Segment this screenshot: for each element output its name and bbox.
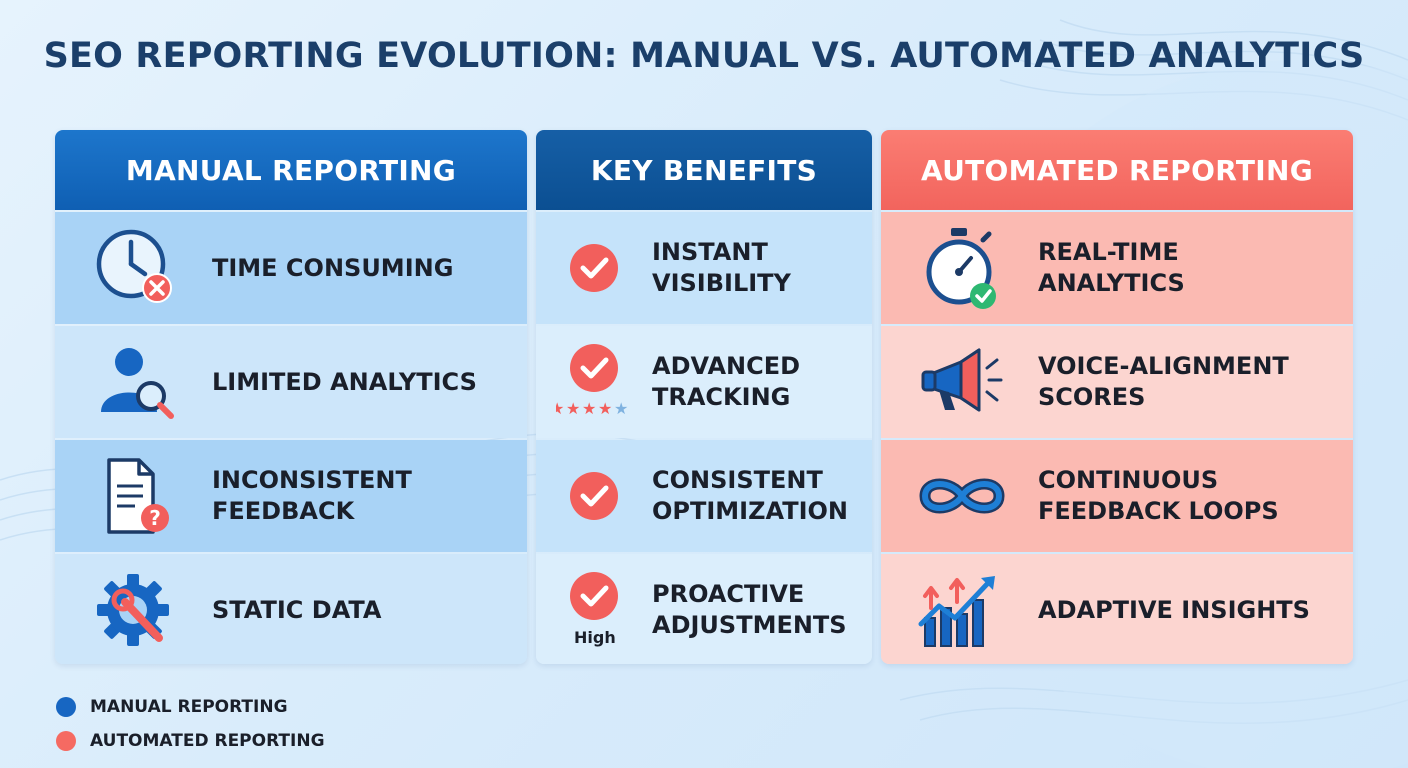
svg-text:★: ★ (566, 399, 580, 418)
growth-chart-icon (918, 576, 995, 647)
manual-row-time-consuming: TIME CONSUMING (55, 212, 527, 324)
check-circle-icon (570, 472, 618, 520)
high-badge: High (574, 628, 616, 647)
benefit-row-advanced-tracking: ★ ★ ★ ★ ★ ADVANCED TRACKING (536, 326, 872, 438)
check-circle-high-icon (570, 572, 618, 620)
row-label: TIME CONSUMING (212, 253, 454, 282)
gear-wrench-icon (97, 574, 169, 646)
automated-reporting-column: AUTOMATED REPORTING REAL-TIME ANALYTICS (881, 130, 1353, 664)
automated-reporting-header: AUTOMATED REPORTING (881, 130, 1353, 210)
infinity-icon (919, 478, 1005, 514)
row-label: INCONSISTENT FEEDBACK (212, 466, 412, 525)
user-magnifier-icon (101, 348, 174, 419)
benefit-row-proactive-adjustments: High PROACTIVE ADJUSTMENTS (536, 554, 872, 664)
check-circle-stars-icon: ★ ★ ★ ★ ★ (556, 344, 628, 418)
manual-reporting-header: MANUAL REPORTING (55, 130, 527, 210)
key-benefits-column: KEY BENEFITS INSTANT VISIBILITY ★ ★ ★ ★ … (536, 130, 872, 664)
manual-row-inconsistent-feedback: ? INCONSISTENT FEEDBACK (55, 440, 527, 552)
svg-text:★: ★ (614, 399, 628, 418)
benefit-row-consistent-optimization: CONSISTENT OPTIMIZATION (536, 440, 872, 552)
svg-text:★: ★ (582, 399, 596, 418)
svg-text:★: ★ (598, 399, 612, 418)
document-question-icon: ? (107, 458, 169, 534)
check-circle-icon (570, 244, 618, 292)
row-label: ADAPTIVE INSIGHTS (1038, 595, 1310, 624)
manual-row-static-data: STATIC DATA (55, 554, 527, 664)
auto-row-adaptive-insights: ADAPTIVE INSIGHTS (881, 554, 1353, 664)
legend-dot-manual (56, 697, 76, 717)
row-label: ADVANCED TRACKING (652, 352, 801, 411)
row-label: INSTANT VISIBILITY (652, 238, 791, 297)
auto-row-continuous-feedback-loops: CONTINUOUS FEEDBACK LOOPS (881, 440, 1353, 552)
row-label: LIMITED ANALYTICS (212, 367, 477, 396)
legend-item-automated: AUTOMATED REPORTING (56, 724, 325, 758)
row-label: STATIC DATA (212, 595, 382, 624)
megaphone-icon (921, 348, 1003, 412)
row-label: CONSISTENT OPTIMIZATION (652, 466, 849, 525)
legend: MANUAL REPORTING AUTOMATED REPORTING (56, 690, 325, 758)
rating-stars: ★ ★ ★ ★ ★ (556, 399, 628, 418)
auto-row-voice-alignment-scores: VOICE-ALIGNMENT SCORES (881, 326, 1353, 438)
stopwatch-check-icon (926, 228, 996, 309)
benefit-row-instant-visibility: INSTANT VISIBILITY (536, 212, 872, 324)
auto-row-real-time-analytics: REAL-TIME ANALYTICS (881, 212, 1353, 324)
row-label: PROACTIVE ADJUSTMENTS (652, 580, 847, 639)
clock-x-icon (96, 229, 172, 303)
manual-row-limited-analytics: LIMITED ANALYTICS (55, 326, 527, 438)
svg-text:★: ★ (556, 399, 564, 418)
legend-item-manual: MANUAL REPORTING (56, 690, 325, 724)
row-label: REAL-TIME ANALYTICS (1038, 238, 1185, 297)
manual-reporting-column: MANUAL REPORTING TIME CONSUMING LIMITED … (55, 130, 527, 664)
svg-text:?: ? (149, 506, 161, 530)
legend-dot-automated (56, 731, 76, 751)
row-label: VOICE-ALIGNMENT SCORES (1038, 352, 1289, 411)
row-label: CONTINUOUS FEEDBACK LOOPS (1038, 466, 1279, 525)
key-benefits-header: KEY BENEFITS (536, 130, 872, 210)
page-title: SEO REPORTING EVOLUTION: MANUAL VS. AUTO… (43, 36, 1365, 76)
